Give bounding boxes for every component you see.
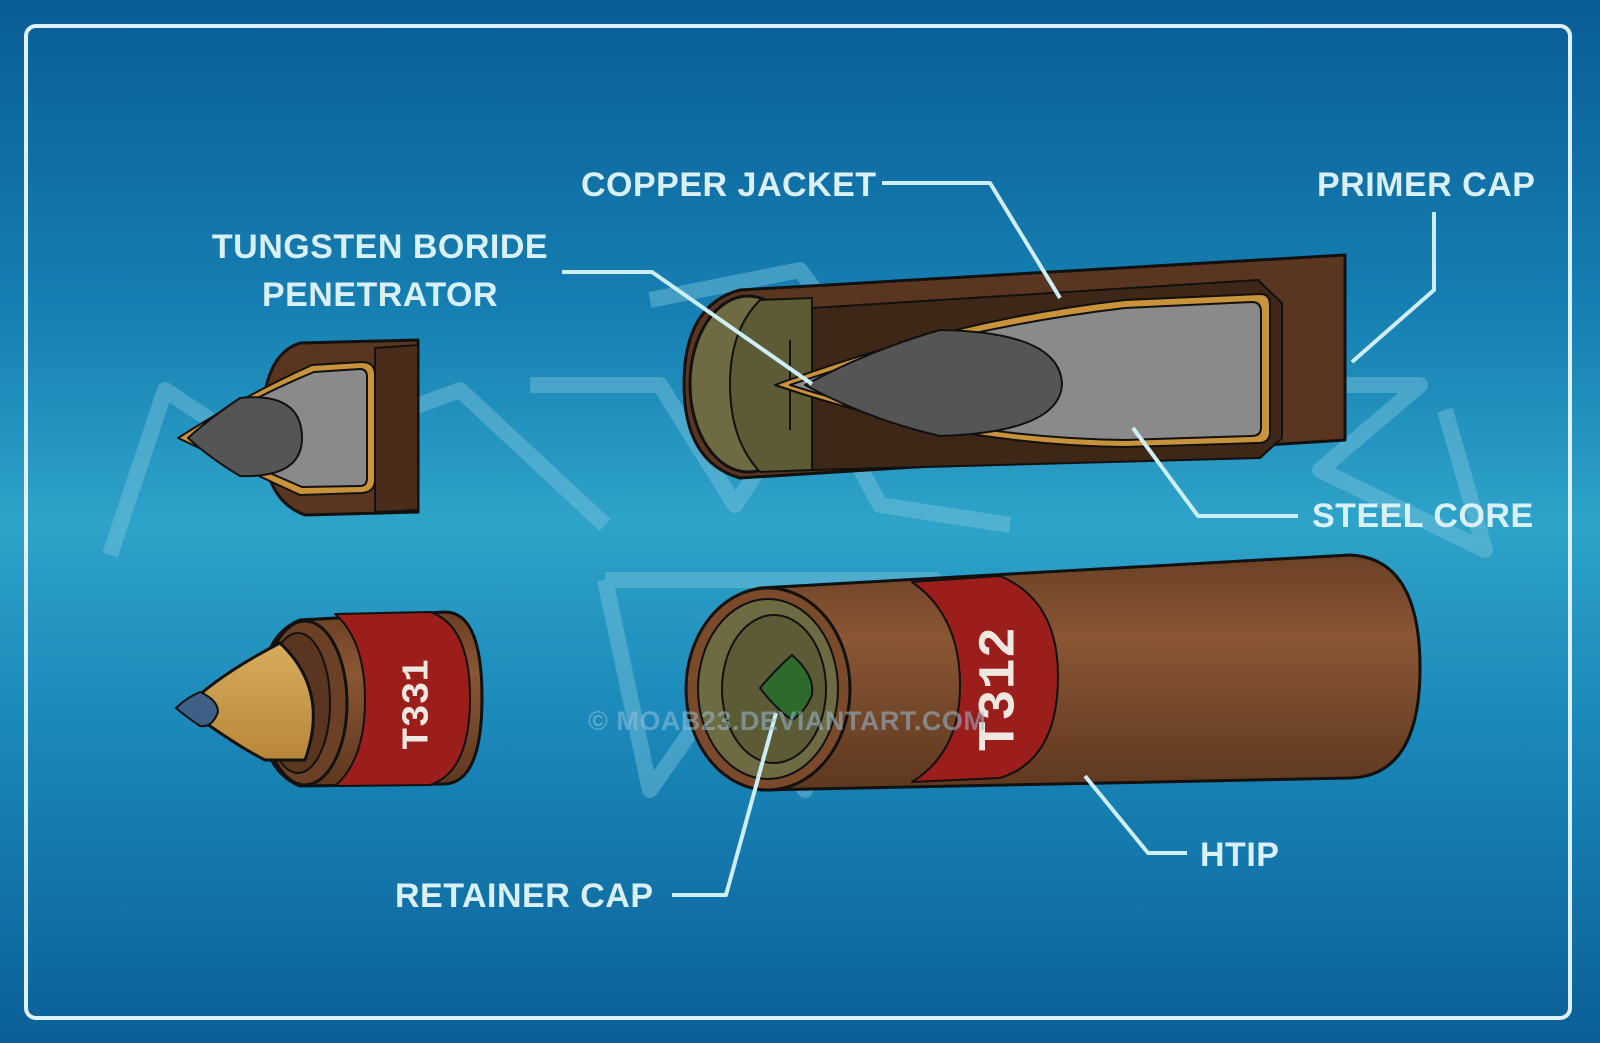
blueprint-frame xyxy=(24,24,1572,1020)
large-cutaway-round xyxy=(682,253,1347,480)
leader-retainer-cap xyxy=(672,712,778,897)
leader-steel-core xyxy=(1131,426,1298,518)
leader-copper-jacket xyxy=(882,181,1062,300)
label-primer-cap: PRIMER CAP xyxy=(1317,166,1536,204)
watermark: © MOAB23.DEVIANTART.COM xyxy=(588,706,987,736)
leader-tungsten-penetrator xyxy=(562,270,814,386)
leader-primer-cap xyxy=(1350,212,1436,364)
label-steel-core: STEEL CORE xyxy=(1312,497,1534,535)
small-assembled-round xyxy=(175,610,484,788)
large-assembled-round xyxy=(684,553,1422,792)
label-htip: HTIP xyxy=(1200,836,1280,874)
small-cutaway-round xyxy=(177,338,420,517)
label-retainer-cap: RETAINER CAP xyxy=(395,877,654,915)
label-tungsten-line2: PENETRATOR xyxy=(261,276,499,314)
label-tungsten-line1: TUNGSTEN BORIDE xyxy=(211,228,549,266)
label-copper-jacket: COPPER JACKET xyxy=(581,166,877,204)
leader-htip xyxy=(1083,774,1187,855)
leader-lines xyxy=(562,181,1436,897)
